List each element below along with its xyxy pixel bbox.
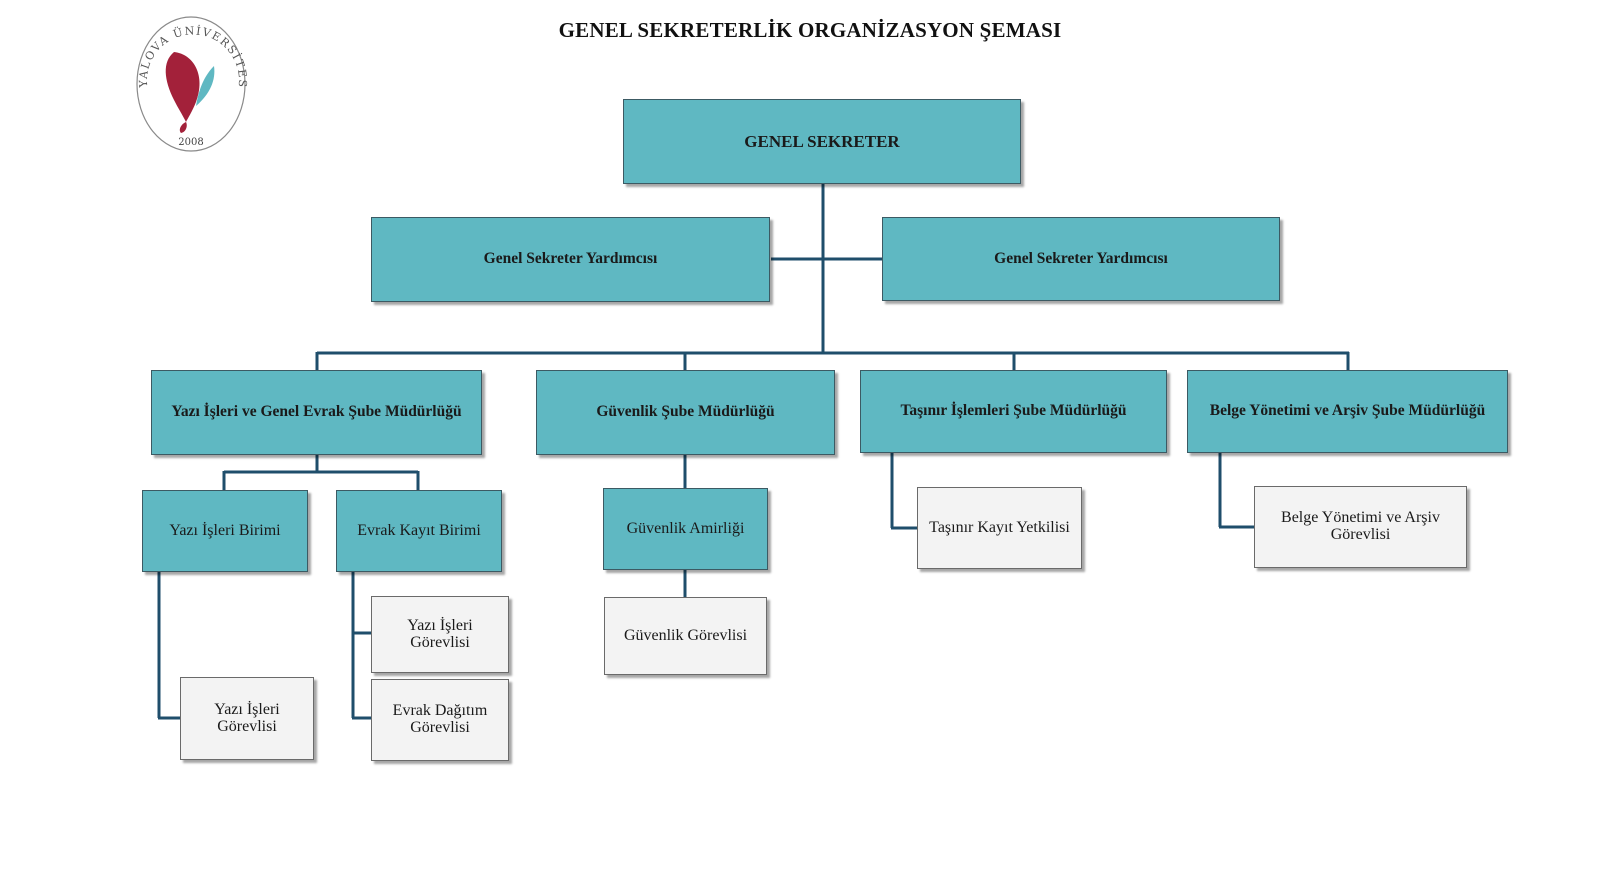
university-logo: YALOVA ÜNİVERSİTESİ 2008 [134, 14, 248, 152]
staff-box-yazi-isleri-gorevlisi-a: Yazı İşleri Görevlisi [180, 677, 314, 760]
staff-box-guvenlik-gorevlisi: Güvenlik Görevlisi [604, 597, 767, 675]
head-box: GENEL SEKRETER [623, 99, 1021, 184]
staff-box-yazi-isleri-gorevlisi-b: Yazı İşleri Görevlisi [371, 596, 509, 673]
staff-box-evrak-dagitim-gorevlisi: Evrak Dağıtım Görevlisi [371, 679, 509, 761]
logo-year: 2008 [178, 137, 203, 148]
department-box-yazi-isleri: Yazı İşleri ve Genel Evrak Şube Müdürlüğ… [151, 370, 482, 455]
page-title: GENEL SEKRETERLİK ORGANİZASYON ŞEMASI [558, 18, 1062, 42]
deputy-box-left: Genel Sekreter Yardımcısı [371, 217, 770, 302]
staff-box-tasinir-kayit-yetkilisi: Taşınır Kayıt Yetkilisi [917, 487, 1082, 569]
department-box-tasinir: Taşınır İşlemleri Şube Müdürlüğü [860, 370, 1167, 453]
unit-box-yazi-isleri-birimi: Yazı İşleri Birimi [142, 490, 308, 572]
deputy-box-right: Genel Sekreter Yardımcısı [882, 217, 1280, 301]
department-box-guvenlik: Güvenlik Şube Müdürlüğü [536, 370, 835, 455]
department-box-belge-yonetimi: Belge Yönetimi ve Arşiv Şube Müdürlüğü [1187, 370, 1508, 453]
unit-box-evrak-kayit-birimi: Evrak Kayıt Birimi [336, 490, 502, 572]
unit-box-guvenlik-amirligi: Güvenlik Amirliği [603, 488, 768, 570]
staff-box-belge-yonetimi-gorevlisi: Belge Yönetimi ve Arşiv Görevlisi [1254, 486, 1467, 568]
